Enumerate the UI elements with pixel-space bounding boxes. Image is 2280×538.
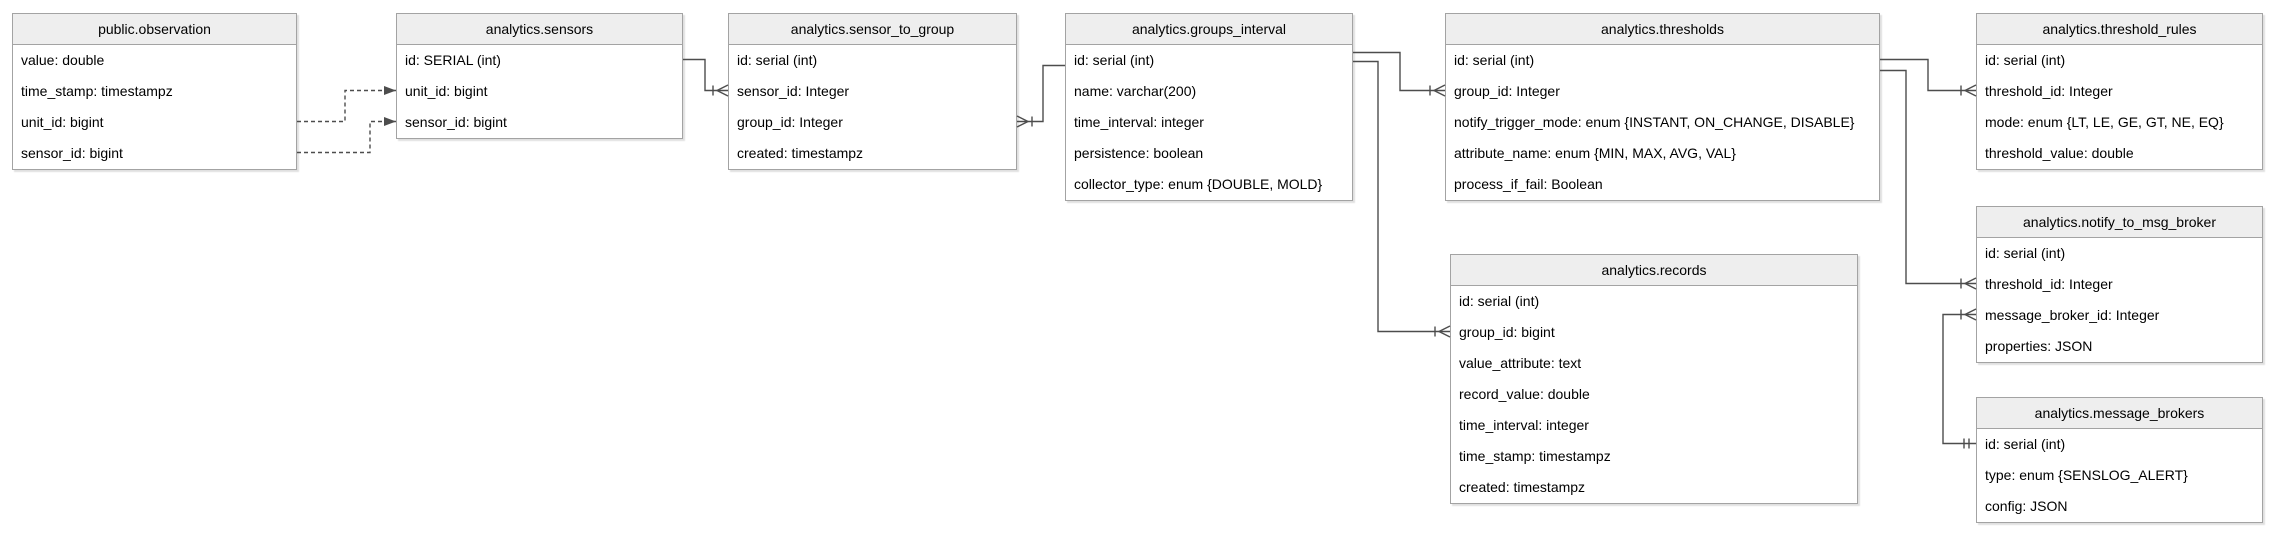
table-title-sensor_to_group: analytics.sensor_to_group (729, 14, 1016, 45)
table-title-notify_to_msg_broker: analytics.notify_to_msg_broker (1977, 207, 2262, 238)
table-field-thresholds-notify_trigger_mode: notify_trigger_mode: enum {INSTANT, ON_C… (1454, 114, 1855, 130)
table-field-threshold_rules-threshold_id: threshold_id: Integer (1985, 83, 2113, 99)
table-field-notify_to_msg_broker-id: id: serial (int) (1985, 245, 2066, 261)
table-field-sensor_to_group-sensor_id: sensor_id: Integer (737, 83, 850, 99)
table-field-message_brokers-type: type: enum {SENSLOG_ALERT} (1985, 467, 2188, 483)
table-notify_to_msg_broker: analytics.notify_to_msg_broker id: serial… (1976, 206, 2263, 363)
table-message_brokers: analytics.message_brokers id: serial (int… (1976, 397, 2263, 523)
table-field-message_brokers-config: config: JSON (1985, 498, 2068, 514)
table-field-threshold_rules-threshold_value: threshold_value: double (1985, 145, 2134, 161)
table-field-observation-time_stamp: time_stamp: timestampz (21, 83, 173, 99)
table-field-groups_interval-name: name: varchar(200) (1074, 83, 1197, 99)
table-title-thresholds: analytics.thresholds (1446, 14, 1879, 45)
table-field-notify_to_msg_broker-properties: properties: JSON (1985, 338, 2093, 354)
table-field-records-created: created: timestampz (1459, 479, 1586, 495)
table-field-groups_interval-collector_type: collector_type: enum {DOUBLE, MOLD} (1074, 176, 1323, 192)
table-field-records-time_stamp: time_stamp: timestampz (1459, 448, 1611, 464)
table-field-notify_to_msg_broker-message_broker_id: message_broker_id: Integer (1985, 307, 2160, 323)
table-field-thresholds-group_id: group_id: Integer (1454, 83, 1560, 99)
table-title-threshold_rules: analytics.threshold_rules (1977, 14, 2262, 45)
table-field-groups_interval-persistence: persistence: boolean (1074, 145, 1204, 161)
table-field-message_brokers-id: id: serial (int) (1985, 436, 2066, 452)
table-observation: public.observation value: double time_stam… (12, 13, 297, 170)
table-field-sensor_to_group-group_id: group_id: Integer (737, 114, 843, 130)
table-groups_interval: analytics.groups_interval id: serial (int… (1065, 13, 1353, 201)
table-field-records-group_id: group_id: bigint (1459, 324, 1555, 340)
table-field-sensor_to_group-id: id: serial (int) (737, 52, 818, 68)
table-field-groups_interval-id: id: serial (int) (1074, 52, 1155, 68)
table-field-records-record_value: record_value: double (1459, 386, 1590, 402)
table-title-message_brokers: analytics.message_brokers (1977, 398, 2262, 429)
table-field-records-value_attribute: value_attribute: text (1459, 355, 1582, 371)
table-sensor_to_group: analytics.sensor_to_group id: serial (int… (728, 13, 1017, 170)
table-title-groups_interval: analytics.groups_interval (1066, 14, 1352, 45)
table-field-sensor_to_group-created: created: timestampz (737, 145, 864, 161)
table-field-notify_to_msg_broker-threshold_id: threshold_id: Integer (1985, 276, 2113, 292)
table-field-observation-sensor_id: sensor_id: bigint (21, 145, 123, 161)
table-sensors: analytics.sensors id: SERIAL (int) unit_id… (396, 13, 683, 139)
table-field-thresholds-id: id: serial (int) (1454, 52, 1535, 68)
table-field-sensors-sensor_id: sensor_id: bigint (405, 114, 507, 130)
table-threshold_rules: analytics.threshold_rules id: serial (int… (1976, 13, 2263, 170)
table-field-threshold_rules-id: id: serial (int) (1985, 52, 2066, 68)
table-field-sensors-unit_id: unit_id: bigint (405, 83, 488, 99)
table-field-records-time_interval: time_interval: integer (1459, 417, 1589, 433)
table-title-sensors: analytics.sensors (397, 14, 682, 45)
table-title-records: analytics.records (1451, 255, 1857, 286)
table-records: analytics.records id: serial (int) group_i… (1450, 254, 1858, 504)
table-field-records-id: id: serial (int) (1459, 293, 1540, 309)
table-field-observation-value: value: double (21, 52, 105, 68)
table-field-thresholds-process_if_fail: process_if_fail: Boolean (1454, 176, 1603, 192)
table-field-sensors-id: id: SERIAL (int) (405, 52, 501, 68)
table-field-thresholds-attribute_name: attribute_name: enum {MIN, MAX, AVG, VAL… (1454, 145, 1736, 161)
table-thresholds: analytics.thresholds id: serial (int) grou… (1445, 13, 1880, 201)
table-field-threshold_rules-mode: mode: enum {LT, LE, GE, GT, NE, EQ} (1985, 114, 2224, 130)
table-field-groups_interval-time_interval: time_interval: integer (1074, 114, 1204, 130)
table-title-observation: public.observation (13, 14, 296, 45)
table-field-observation-unit_id: unit_id: bigint (21, 114, 104, 130)
